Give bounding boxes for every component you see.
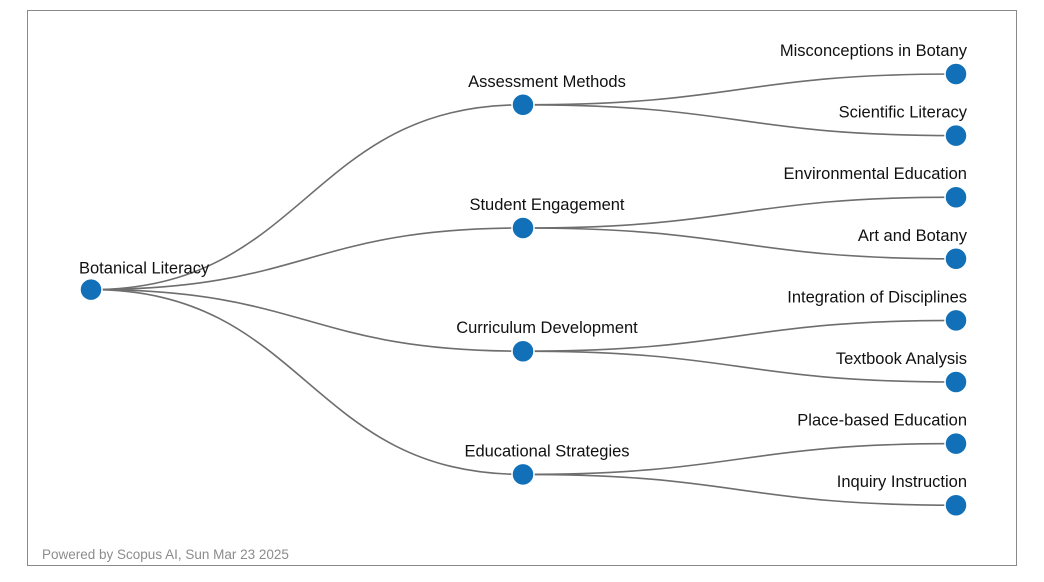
link-educational-strategies-to-inquiry-instruction	[522, 473, 957, 506]
node-botanical-literacy[interactable]: Botanical Literacy	[79, 260, 210, 302]
node-circle[interactable]	[511, 93, 535, 117]
node-label: Curriculum Development	[456, 319, 638, 337]
node-misconceptions-in-botany[interactable]: Misconceptions in Botany	[780, 42, 968, 86]
node-label: Integration of Disciplines	[787, 288, 967, 306]
node-circle[interactable]	[511, 216, 535, 240]
node-environmental-education[interactable]: Environmental Education	[784, 165, 968, 209]
node-integration-of-disciplines[interactable]: Integration of Disciplines	[787, 288, 968, 333]
node-circle[interactable]	[944, 370, 968, 394]
node-label: Misconceptions in Botany	[780, 42, 968, 60]
node-inquiry-instruction[interactable]: Inquiry Instruction	[837, 473, 968, 517]
node-curriculum-development[interactable]: Curriculum Development	[456, 319, 638, 363]
node-circle[interactable]	[944, 493, 968, 517]
node-label: Place-based Education	[797, 412, 967, 430]
node-label: Textbook Analysis	[836, 350, 967, 368]
node-textbook-analysis[interactable]: Textbook Analysis	[836, 350, 968, 394]
node-educational-strategies[interactable]: Educational Strategies	[464, 442, 630, 487]
link-botanical-literacy-to-student-engagement	[90, 227, 524, 291]
node-label: Environmental Education	[784, 165, 967, 183]
node-circle[interactable]	[944, 308, 968, 333]
tree-links	[90, 73, 957, 506]
node-label: Botanical Literacy	[79, 260, 210, 278]
link-educational-strategies-to-place-based-education	[522, 442, 957, 476]
node-circle[interactable]	[944, 431, 968, 456]
node-label: Scientific Literacy	[839, 104, 968, 122]
link-botanical-literacy-to-educational-strategies	[90, 288, 524, 476]
link-botanical-literacy-to-assessment-methods	[90, 104, 524, 291]
node-place-based-education[interactable]: Place-based Education	[797, 412, 968, 456]
node-circle[interactable]	[79, 277, 103, 302]
node-label: Art and Botany	[858, 227, 968, 245]
tree-nodes: Botanical Literacy Assessment Methods Misc…	[79, 42, 968, 517]
node-circle[interactable]	[944, 123, 968, 148]
link-student-engagement-to-art-and-botany	[522, 227, 957, 260]
link-student-engagement-to-environmental-education	[522, 196, 957, 229]
link-assessment-methods-to-misconceptions-in-botany	[522, 73, 957, 106]
node-art-and-botany[interactable]: Art and Botany	[858, 227, 968, 271]
link-curriculum-development-to-textbook-analysis	[522, 350, 957, 383]
node-circle[interactable]	[944, 185, 968, 209]
node-scientific-literacy[interactable]: Scientific Literacy	[839, 104, 968, 148]
node-circle[interactable]	[511, 462, 535, 487]
link-botanical-literacy-to-curriculum-development	[90, 288, 524, 352]
node-label: Inquiry Instruction	[837, 473, 967, 491]
node-assessment-methods[interactable]: Assessment Methods	[468, 73, 626, 117]
link-assessment-methods-to-scientific-literacy	[522, 104, 957, 137]
node-label: Assessment Methods	[468, 73, 626, 91]
node-label: Student Engagement	[469, 196, 624, 214]
node-label: Educational Strategies	[464, 442, 629, 460]
footer-attribution: Powered by Scopus AI, Sun Mar 23 2025	[42, 547, 289, 562]
node-circle[interactable]	[511, 339, 535, 363]
link-curriculum-development-to-integration-of-disciplines	[522, 319, 957, 352]
node-student-engagement[interactable]: Student Engagement	[469, 196, 625, 240]
node-circle[interactable]	[944, 62, 968, 86]
node-circle[interactable]	[944, 247, 968, 271]
